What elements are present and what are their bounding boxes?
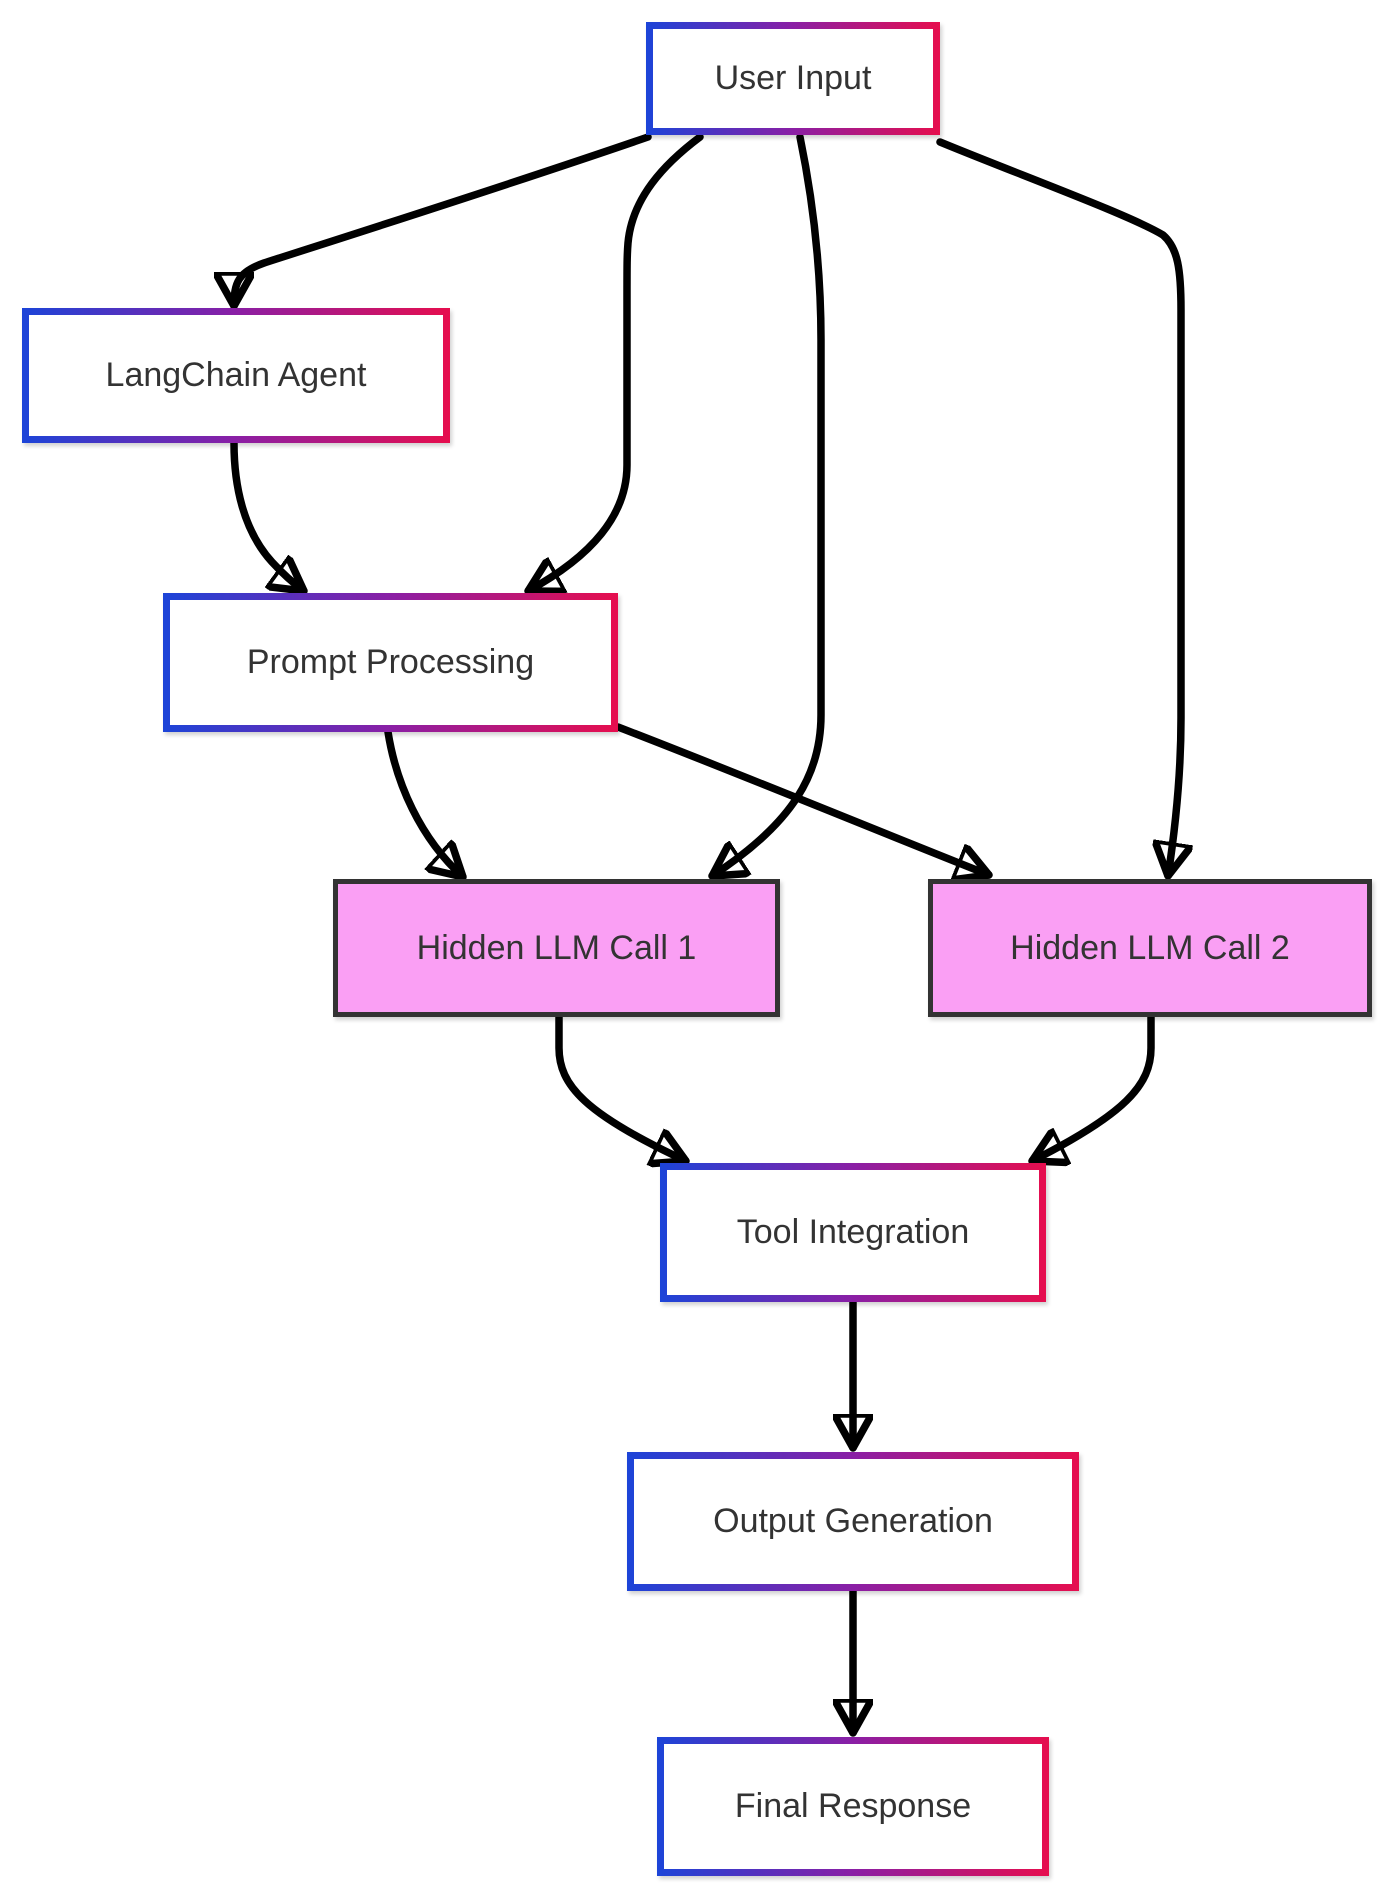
edge-hidden-llm-call-2-to-tool-integration <box>1032 1013 1155 1161</box>
node-tool-integration-label: Tool Integration <box>736 1213 970 1252</box>
node-tool-integration-body: Tool Integration <box>667 1170 1039 1295</box>
node-user-input-label: User Input <box>714 59 872 98</box>
node-final-response: Final Response <box>657 1737 1049 1876</box>
node-langchain-agent-label: LangChain Agent <box>105 356 367 395</box>
node-prompt-processing-body: Prompt Processing <box>170 600 611 725</box>
node-hidden-llm-call-2: Hidden LLM Call 2 <box>928 879 1372 1017</box>
node-tool-integration: Tool Integration <box>660 1163 1046 1302</box>
node-prompt-processing-label: Prompt Processing <box>246 643 535 682</box>
node-hidden-llm-call-2-body: Hidden LLM Call 2 <box>933 884 1367 1012</box>
node-final-response-body: Final Response <box>664 1744 1042 1869</box>
edge-prompt-processing-to-hidden-llm-call-1 <box>384 728 463 877</box>
node-langchain-agent-body: LangChain Agent <box>29 315 443 436</box>
edge-user-input-to-langchain-agent <box>234 133 652 310</box>
node-user-input-body: User Input <box>653 29 933 128</box>
node-prompt-processing: Prompt Processing <box>163 593 618 732</box>
edge-prompt-processing-to-hidden-llm-call-2 <box>614 723 989 875</box>
node-output-generation: Output Generation <box>627 1452 1079 1591</box>
edge-langchain-agent-to-prompt-processing <box>230 439 304 591</box>
node-hidden-llm-call-1-body: Hidden LLM Call 1 <box>338 884 775 1012</box>
node-hidden-llm-call-1: Hidden LLM Call 1 <box>333 879 780 1017</box>
edge-user-input-to-hidden-llm-call-1 <box>712 133 825 876</box>
node-final-response-label: Final Response <box>734 1787 972 1826</box>
edge-hidden-llm-call-1-to-tool-integration <box>555 1013 686 1161</box>
node-output-generation-label: Output Generation <box>713 1502 993 1541</box>
node-user-input: User Input <box>646 22 940 135</box>
node-langchain-agent: LangChain Agent <box>22 308 450 443</box>
edge-user-input-to-prompt-processing <box>528 133 704 591</box>
node-hidden-llm-call-2-label: Hidden LLM Call 2 <box>1010 928 1290 967</box>
node-output-generation-body: Output Generation <box>634 1459 1072 1584</box>
edge-user-input-to-hidden-llm-call-2 <box>936 138 1181 876</box>
node-hidden-llm-call-1-label: Hidden LLM Call 1 <box>416 928 697 967</box>
